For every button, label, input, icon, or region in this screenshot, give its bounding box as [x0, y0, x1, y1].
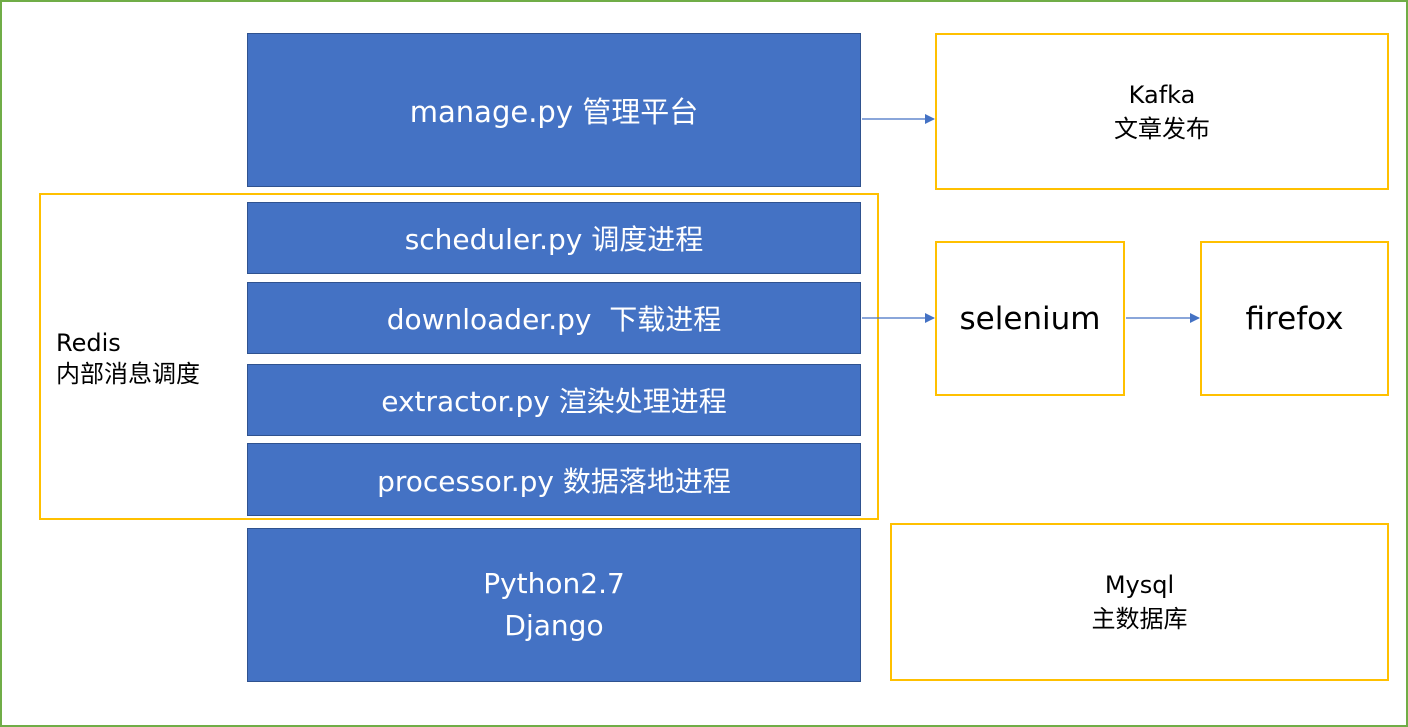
mysql-node: Mysql 主数据库 [890, 523, 1389, 681]
downloader-label: downloader.py 下载进程 [386, 303, 722, 336]
redis-group-box [39, 193, 879, 520]
kafka-label-line1: Kafka [1128, 80, 1196, 109]
extractor-node: extractor.py 渲染处理进程 [247, 364, 861, 436]
platform-node: Python2.7 Django [247, 528, 861, 682]
downloader-node: downloader.py 下载进程 [247, 282, 861, 354]
kafka-node: Kafka 文章发布 [935, 33, 1389, 190]
processor-node: processor.py 数据落地进程 [247, 443, 861, 516]
redis-label-line1: Redis [56, 329, 121, 357]
platform-label-line2: Django [504, 609, 604, 642]
platform-label-line1: Python2.7 [483, 567, 625, 600]
extractor-label: extractor.py 渲染处理进程 [381, 385, 727, 418]
scheduler-node: scheduler.py 调度进程 [247, 202, 861, 274]
redis-group-label: Redis 内部消息调度 [56, 328, 200, 390]
selenium-label: selenium [959, 300, 1101, 337]
firefox-label: firefox [1245, 300, 1344, 337]
scheduler-label: scheduler.py 调度进程 [404, 223, 704, 256]
firefox-node: firefox [1200, 241, 1389, 396]
manage-node: manage.py 管理平台 [247, 33, 861, 187]
mysql-label-line1: Mysql [1104, 571, 1175, 599]
manage-label: manage.py 管理平台 [409, 95, 699, 129]
mysql-label-line2: 主数据库 [1091, 605, 1188, 633]
kafka-label-line2: 文章发布 [1114, 114, 1210, 143]
processor-label: processor.py 数据落地进程 [377, 464, 731, 498]
selenium-node: selenium [935, 241, 1125, 396]
redis-label-line2: 内部消息调度 [56, 360, 200, 388]
